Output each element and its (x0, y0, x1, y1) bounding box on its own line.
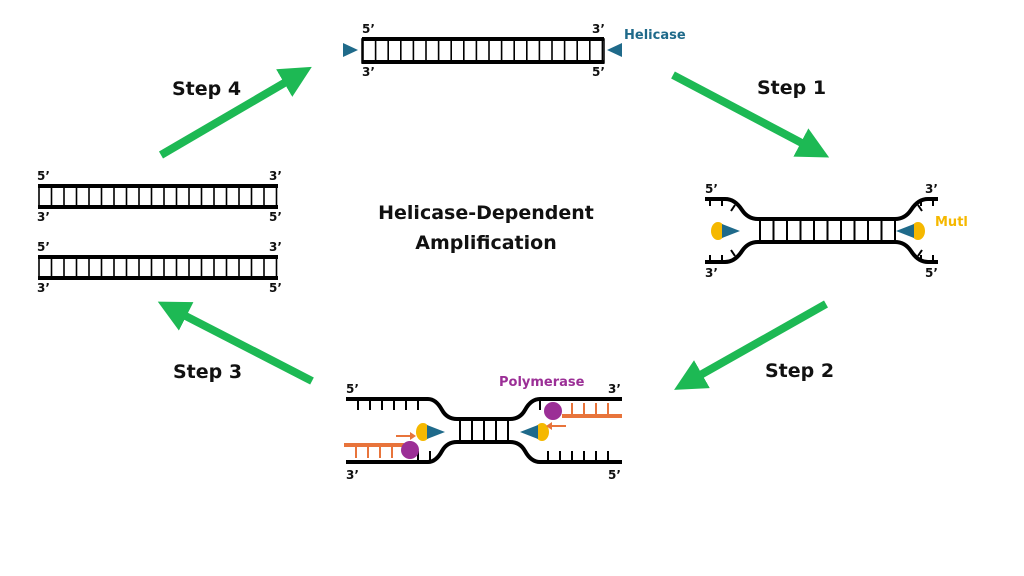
label-5prime: 5’ (925, 266, 938, 280)
label-5prime: 5’ (269, 210, 282, 224)
label-5prime: 5’ (608, 468, 621, 482)
label-3prime: 3’ (592, 22, 605, 36)
polymerase-icon (401, 441, 419, 459)
label-3prime: 3’ (346, 468, 359, 482)
label-5prime: 5’ (269, 281, 282, 295)
label-5prime: 5’ (362, 22, 375, 36)
step-1-label: Step 1 (757, 77, 826, 99)
step-1-arrow (671, 71, 830, 158)
helicase-icon (427, 425, 445, 439)
label-3prime: 3’ (705, 266, 718, 280)
direction-arrow-right (396, 432, 416, 440)
step-3-label: Step 3 (173, 361, 242, 383)
product-dsdna-1: 5’ 3’ 3’ 5’ (37, 169, 282, 224)
diagram-title-line2: Amplification (415, 232, 556, 254)
mutl-icon (711, 222, 725, 240)
label-3prime: 3’ (37, 210, 50, 224)
label-5prime: 5’ (37, 169, 50, 183)
mutl-icon (535, 423, 549, 441)
diagram-title-line1: Helicase-Dependent (378, 202, 594, 224)
label-5prime: 5’ (705, 182, 718, 196)
label-5prime: 5’ (37, 240, 50, 254)
helicase-icon (722, 224, 740, 238)
step-2-label: Step 2 (765, 360, 834, 382)
step-4-label: Step 4 (172, 78, 241, 100)
label-3prime: 3’ (269, 240, 282, 254)
direction-arrow-left (546, 422, 566, 430)
polymerase-icon (544, 402, 562, 420)
initial-dsdna: 5’ 3’ 3’ 5’ Helicase (343, 22, 686, 79)
mutl-icon (911, 222, 925, 240)
label-3prime: 3’ (362, 65, 375, 79)
helicase-icon (520, 425, 538, 439)
label-5prime: 5’ (592, 65, 605, 79)
helicase-icon (343, 43, 358, 57)
step-2-arrow (674, 300, 828, 390)
extension-dsdna: Polymerase 5’ 3’ 3’ 5’ (344, 375, 622, 482)
polymerase-label: Polymerase (499, 375, 585, 390)
label-3prime: 3’ (269, 169, 282, 183)
label-3prime: 3’ (608, 382, 621, 396)
label-5prime: 5’ (346, 382, 359, 396)
helicase-icon (896, 224, 914, 238)
mutl-label: Mutl (935, 215, 968, 230)
step-3-arrow (157, 301, 314, 385)
label-3prime: 3’ (37, 281, 50, 295)
step-4-arrow (158, 66, 312, 159)
label-3prime: 3’ (925, 182, 938, 196)
helicase-icon (607, 43, 622, 57)
helicase-label: Helicase (624, 28, 686, 43)
unwinding-dsdna: Mutl 5’ 3’ 3’ 5’ (705, 182, 968, 280)
product-dsdna-2: 5’ 3’ 3’ 5’ (37, 240, 282, 295)
mutl-icon (416, 423, 430, 441)
